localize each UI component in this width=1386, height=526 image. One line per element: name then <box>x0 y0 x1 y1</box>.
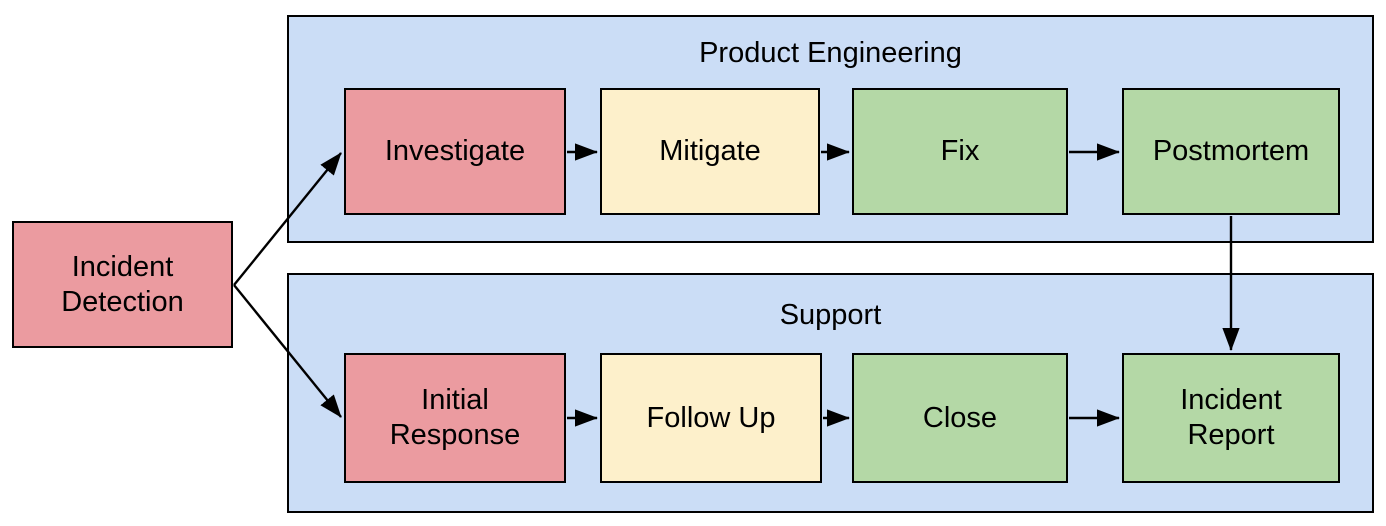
node-label-incident-report: Incident Report <box>1180 384 1282 451</box>
node-label-incident-detection: Incident Detection <box>61 250 184 318</box>
swimlane-title-product-engineering: Product Engineering <box>699 37 962 69</box>
node-initial-response[interactable]: Initial Response <box>344 353 566 483</box>
node-label-initial-response: Initial Response <box>389 384 521 451</box>
node-postmortem[interactable]: Postmortem <box>1122 88 1340 215</box>
node-label-postmortem: Postmortem <box>1152 135 1310 167</box>
swimlane-title-support: Support <box>779 299 882 331</box>
node-close[interactable]: Close <box>852 353 1068 483</box>
node-incident-report[interactable]: Incident Report <box>1122 353 1340 483</box>
node-label-investigate: Investigate <box>384 135 526 167</box>
node-label-fix: Fix <box>940 135 980 167</box>
node-mitigate[interactable]: Mitigate <box>600 88 820 215</box>
node-label-follow-up: Follow Up <box>646 401 776 434</box>
node-follow-up[interactable]: Follow Up <box>600 353 822 483</box>
node-label-mitigate: Mitigate <box>659 135 761 167</box>
node-fix[interactable]: Fix <box>852 88 1068 215</box>
node-incident-detection[interactable]: Incident Detection <box>12 221 233 348</box>
node-investigate[interactable]: Investigate <box>344 88 566 215</box>
node-label-close: Close <box>922 401 998 434</box>
